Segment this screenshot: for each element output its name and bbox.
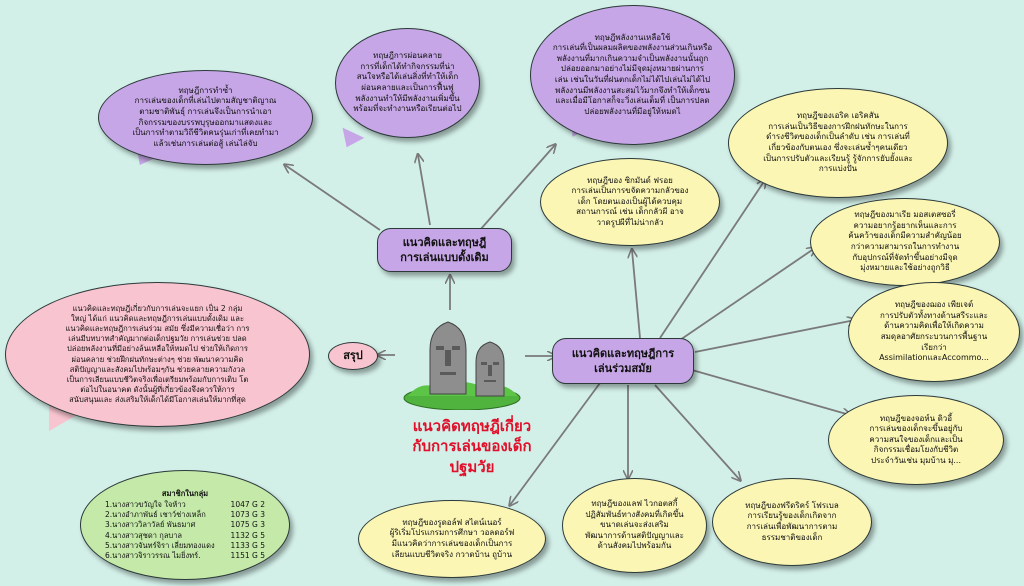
arrow-modern-to-erikson (659, 180, 765, 339)
theory-freud-text: ทฤษฎีของ ซิกมันด์ ฟรอย การเล่นเป็นการขจั… (571, 175, 689, 227)
member-name: 5.นางสาวจันทร์จิรา เลี่ยมทองแดง (105, 540, 215, 550)
theory-steiner-text: ทฤษฎีของรูดอล์ฟ สไตน์เนอร์ ผู้ริเริ่มโปร… (389, 517, 515, 559)
member-row: 6.นางสาวจิราวรรณ ไมยิ่งทร์. 1151 G 5 (105, 551, 265, 561)
member-name: 2.นางอำภาพันธ์ เชาว์ช่างเหล็ก (105, 510, 206, 520)
member-row: 3.นางสาววิลาวัลย์ พันธมาศ 1075 G 3 (105, 520, 265, 530)
theory-vygotsky-bubble: ทฤษฎีของแลฟ ไวกอตสกี้ ปฏิสัมพันธ์ทางสังค… (562, 478, 707, 573)
member-code: 1047 G 2 (230, 500, 265, 510)
member-name: 4.นางสาวสุชดา กุลบาล (105, 530, 182, 540)
member-name: 6.นางสาวจิราวรรณ ไมยิ่งทร์. (105, 550, 201, 560)
summary-text: แนวคิดและทฤษฎีเกี่ยวกับการเล่นจะแยก เป็น… (65, 304, 250, 404)
theory-relaxation-bubble: ทฤษฎีการผ่อนคลาย การที่เด็กได้ทำกิจกรรมท… (335, 28, 480, 138)
hub-summary: สรุป (328, 342, 378, 370)
arrow-modern-to-montessori (679, 248, 815, 341)
member-row: 1.นางสาวขวัญใจ ใจห้าว 1047 G 2 (105, 500, 265, 510)
theory-froebel-text: ทฤษฎีของฟรีดริคร์ โฟรเบล การเรียนรู้ของเ… (745, 500, 839, 542)
theory-piaget-text: ทฤษฎีของฌอง เพียเจต์ การปรับตัวทั้งทางด้… (879, 300, 989, 363)
arrow-modern-to-dewey (691, 369, 850, 415)
theory-repetition-text: ทฤษฎีการทำซ้ำ การเล่นของเด็กที่เล่นไปตาม… (132, 85, 279, 148)
theory-montessori-bubble: ทฤษฎีของมาเรีย มอสเตสซอรี่ ความอยากรู้อย… (810, 198, 1000, 286)
theory-steiner-bubble: ทฤษฎีของรูดอล์ฟ สไตน์เนอร์ ผู้ริเริ่มโปร… (358, 500, 546, 578)
hub-modern-play: แนวคิดและทฤษฎีการ เล่นร่วมสมัย (552, 338, 694, 384)
arrow-modern-to-piaget (694, 320, 855, 353)
group-members-heading: สมาชิกในกลุ่ม (161, 489, 209, 499)
theory-surplus-energy-bubble: ทฤษฎีพลังงานเหลือใช้ การเล่นที่เป็นผลมผล… (530, 5, 735, 145)
arrow-traditional-to-repetition (285, 165, 381, 231)
member-code: 1075 G 3 (230, 520, 265, 530)
theory-froebel-bubble: ทฤษฎีของฟรีดริคร์ โฟรเบล การเรียนรู้ของเ… (712, 478, 872, 566)
theory-dewey-bubble: ทฤษฎีของจอห์น ดิวอี้ การเล่นของเด็กจะขึ้… (828, 395, 1004, 485)
theory-freud-bubble: ทฤษฎีของ ซิกมันด์ ฟรอย การเล่นเป็นการขจั… (540, 158, 720, 246)
member-code: 1133 G 5 (230, 540, 265, 550)
member-name: 1.นางสาวขวัญใจ ใจห้าว (105, 500, 186, 510)
theory-montessori-text: ทฤษฎีของมาเรีย มอสเตสซอรี่ ความอยากรู้อย… (848, 210, 962, 273)
arrow-traditional-to-relaxation (418, 155, 431, 226)
theory-repetition-bubble: ทฤษฎีการทำซ้ำ การเล่นของเด็กที่เล่นไปตาม… (98, 70, 313, 165)
theory-erikson-bubble: ทฤษฎีของเอริค เอริคสัน การเล่นเป็นวิธีขอ… (728, 88, 948, 198)
theory-erikson-text: ทฤษฎีของเอริค เอริคสัน การเล่นเป็นวิธีขอ… (763, 111, 913, 174)
group-members-list: สมาชิกในกลุ่ม 1.นางสาวขวัญใจ ใจห้าว 1047 … (105, 489, 265, 561)
member-name: 3.นางสาววิลาวัลย์ พันธมาศ (105, 520, 196, 530)
group-members-bubble: สมาชิกในกลุ่ม 1.นางสาวขวัญใจ ใจห้าว 1047 … (80, 470, 290, 580)
member-code: 1073 G 3 (230, 510, 265, 520)
member-row: 2.นางอำภาพันธ์ เชาว์ช่างเหล็ก 1073 G 3 (105, 510, 265, 520)
member-row: 5.นางสาวจันทร์จิรา เลี่ยมทองแดง 1133 G 5 (105, 541, 265, 551)
theory-relaxation-text: ทฤษฎีการผ่อนคลาย การที่เด็กได้ทำกิจกรรมท… (353, 51, 462, 114)
central-topic-title: แนวคิดทฤษฎีเกี่ยว กับการเล่นของเด็ก ปฐมว… (412, 417, 532, 476)
hub-traditional-play: แนวคิดและทฤษฎี การเล่นแบบดั้งเดิม (377, 228, 512, 272)
theory-vygotsky-text: ทฤษฎีของแลฟ ไวกอตสกี้ ปฏิสัมพันธ์ทางสังค… (585, 499, 684, 551)
member-code: 1151 G 5 (230, 550, 265, 560)
theory-surplus-energy-text: ทฤษฎีพลังงานเหลือใช้ การเล่นที่เป็นผลมผล… (552, 32, 713, 116)
arrow-modern-to-freud (632, 250, 641, 339)
theory-piaget-bubble: ทฤษฎีของฌอง เพียเจต์ การปรับตัวทั้งทางด้… (848, 282, 1020, 382)
moai-statues-icon (403, 321, 521, 410)
arrow-traditional-to-surplus (479, 145, 555, 231)
member-code: 1132 G 5 (230, 530, 265, 540)
member-row: 4.นางสาวสุชดา กุลบาล 1132 G 5 (105, 531, 265, 541)
theory-dewey-text: ทฤษฎีของจอห์น ดิวอี้ การเล่นของเด็กจะขึ้… (869, 413, 963, 465)
arrow-modern-to-steiner (510, 382, 601, 505)
arrow-modern-to-froebel (654, 384, 740, 480)
summary-text-bubble: แนวคิดและทฤษฎีเกี่ยวกับการเล่นจะแยก เป็น… (5, 282, 310, 427)
